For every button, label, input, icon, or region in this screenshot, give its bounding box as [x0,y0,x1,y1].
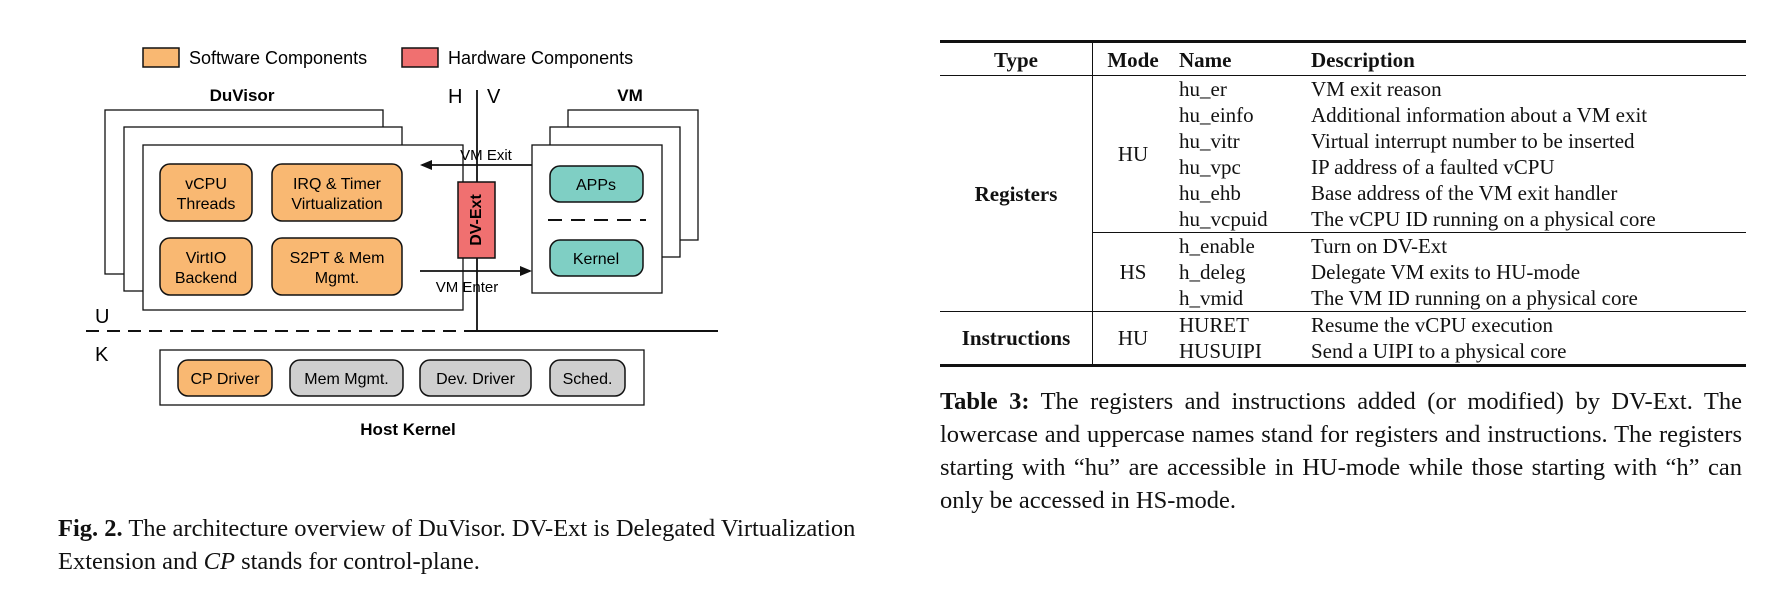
mode-label-h: H [448,86,462,108]
register-description: VM exit reason [1311,77,1442,101]
vm-enter-label: VM Enter [436,279,499,296]
apps-box [549,165,644,203]
register-name: h_deleg [1179,260,1246,284]
vm-exit-label: VM Exit [460,147,513,164]
mode-label-u: U [95,306,109,328]
name-cell: HURET HUSUIPI [1173,312,1305,366]
virtio-backend-line1: VirtIO [186,250,227,267]
type-registers: Registers [974,181,1058,206]
mem-mgmt-box [289,359,404,397]
dv-ext-box [457,181,496,259]
figure-caption-label: Fig. 2. [58,515,123,542]
instruction-description: Resume the vCPU execution [1311,313,1554,337]
irq-timer-box [271,163,403,222]
cp-driver-box [177,359,273,397]
mode-hs: HS [1092,232,1173,312]
table-caption: Table 3: The registers and instructions … [940,385,1742,517]
register-description: Virtual interrupt number to be inserted [1311,129,1635,153]
register-description: The VM ID running on a physical core [1311,286,1638,310]
figure-caption-text-1: The architecture overview of DuVisor. DV… [58,515,856,576]
registers-table: Type Mode Name Description Registers HU … [940,40,1746,367]
kernel-label: Kernel [573,251,619,268]
virtio-backend-box [159,237,253,296]
mem-mgmt-label: Mem Mgmt. [304,371,388,388]
cp-driver-label: CP Driver [190,371,260,388]
register-description: Base address of the VM exit handler [1311,181,1618,205]
figure-caption: Fig. 2. The architecture overview of DuV… [58,512,878,578]
mode-hu-instructions: HU [1092,311,1173,366]
table-row: Instructions HU HURET HUSUIPI Resume the… [940,311,1746,366]
register-description: Additional information about a VM exit [1311,103,1648,127]
dev-driver-box [419,359,532,397]
header-name: Name [1179,48,1232,72]
figure-caption-text-2: stands for control-plane. [234,548,480,576]
description-cell: Resume the vCPU execution Send a UIPI to… [1305,312,1746,366]
register-name: hu_vpc [1179,155,1241,179]
s2pt-mem-box [271,237,403,296]
register-description: The vCPU ID running on a physical core [1311,207,1656,231]
register-name: hu_vitr [1179,129,1240,153]
header-type: Type [994,48,1038,72]
vm-title: VM [617,86,643,105]
mode-label-v: V [487,86,501,108]
vcpu-threads-line2: Threads [177,196,236,213]
register-name: hu_einfo [1179,103,1254,127]
dv-ext-label: DV-Ext [468,194,485,246]
header-mode: Mode [1092,41,1173,76]
header-description: Description [1311,48,1415,72]
table-row: Registers HU hu_er hu_einfo hu_vitr hu_v… [940,75,1746,233]
s2pt-mem-line2: Mgmt. [315,270,359,287]
register-name: hu_er [1179,77,1227,101]
mode-hu: HU [1092,75,1173,233]
instruction-description: Send a UIPI to a physical core [1311,339,1567,363]
register-name: h_vmid [1179,286,1244,310]
figure-caption-italic: CP [203,548,235,576]
table-caption-text: The registers and instructions added (or… [940,388,1742,515]
name-cell: hu_er hu_einfo hu_vitr hu_vpc hu_ehb hu_… [1173,76,1305,233]
dev-driver-label: Dev. Driver [436,371,515,388]
legend: Software Components Hardware Components [142,47,633,68]
register-name: hu_ehb [1179,181,1241,205]
type-instructions: Instructions [961,326,1071,350]
vcpu-threads-line1: vCPU [185,176,227,193]
register-name: hu_vcpuid [1179,207,1268,231]
virtio-backend-line2: Backend [175,270,237,287]
host-kernel-components: CP Driver Mem Mgmt. Dev. Driver Sched. [177,359,626,397]
irq-timer-line1: IRQ & Timer [293,176,382,193]
description-cell: Turn on DV-Ext Delegate VM exits to HU-m… [1305,232,1746,312]
name-cell: h_enable h_deleg h_vmid [1173,232,1305,312]
architecture-figure: Software Components Hardware Components … [86,47,718,439]
instruction-name: HURET [1179,313,1249,337]
irq-timer-line2: Virtualization [291,196,382,213]
register-description: IP address of a faulted vCPU [1311,155,1555,179]
table-row: HS h_enable h_deleg h_vmid Turn on DV-Ex… [940,232,1746,312]
s2pt-mem-line1: S2PT & Mem [290,250,385,267]
software-legend-label: Software Components [189,48,367,68]
register-description: Turn on DV-Ext [1311,234,1448,258]
sched-label: Sched. [563,371,613,388]
description-cell: VM exit reason Additional information ab… [1305,76,1746,233]
sched-box [549,359,626,397]
duvisor-title: DuVisor [210,86,275,105]
table-caption-label: Table 3: [940,388,1030,415]
register-description: Delegate VM exits to HU-mode [1311,260,1581,284]
instruction-name: HUSUIPI [1179,339,1262,363]
register-name: h_enable [1179,234,1255,258]
hardware-legend-label: Hardware Components [448,48,633,68]
apps-label: APPs [576,177,616,194]
duvisor-components: vCPU Threads IRQ & Timer Virtualization … [159,163,403,296]
hardware-legend-swatch [401,47,439,68]
host-kernel-title: Host Kernel [360,420,455,439]
vcpu-threads-box [159,163,253,222]
software-legend-swatch [142,47,180,68]
kernel-box [549,239,644,277]
mode-label-k: K [95,344,109,366]
